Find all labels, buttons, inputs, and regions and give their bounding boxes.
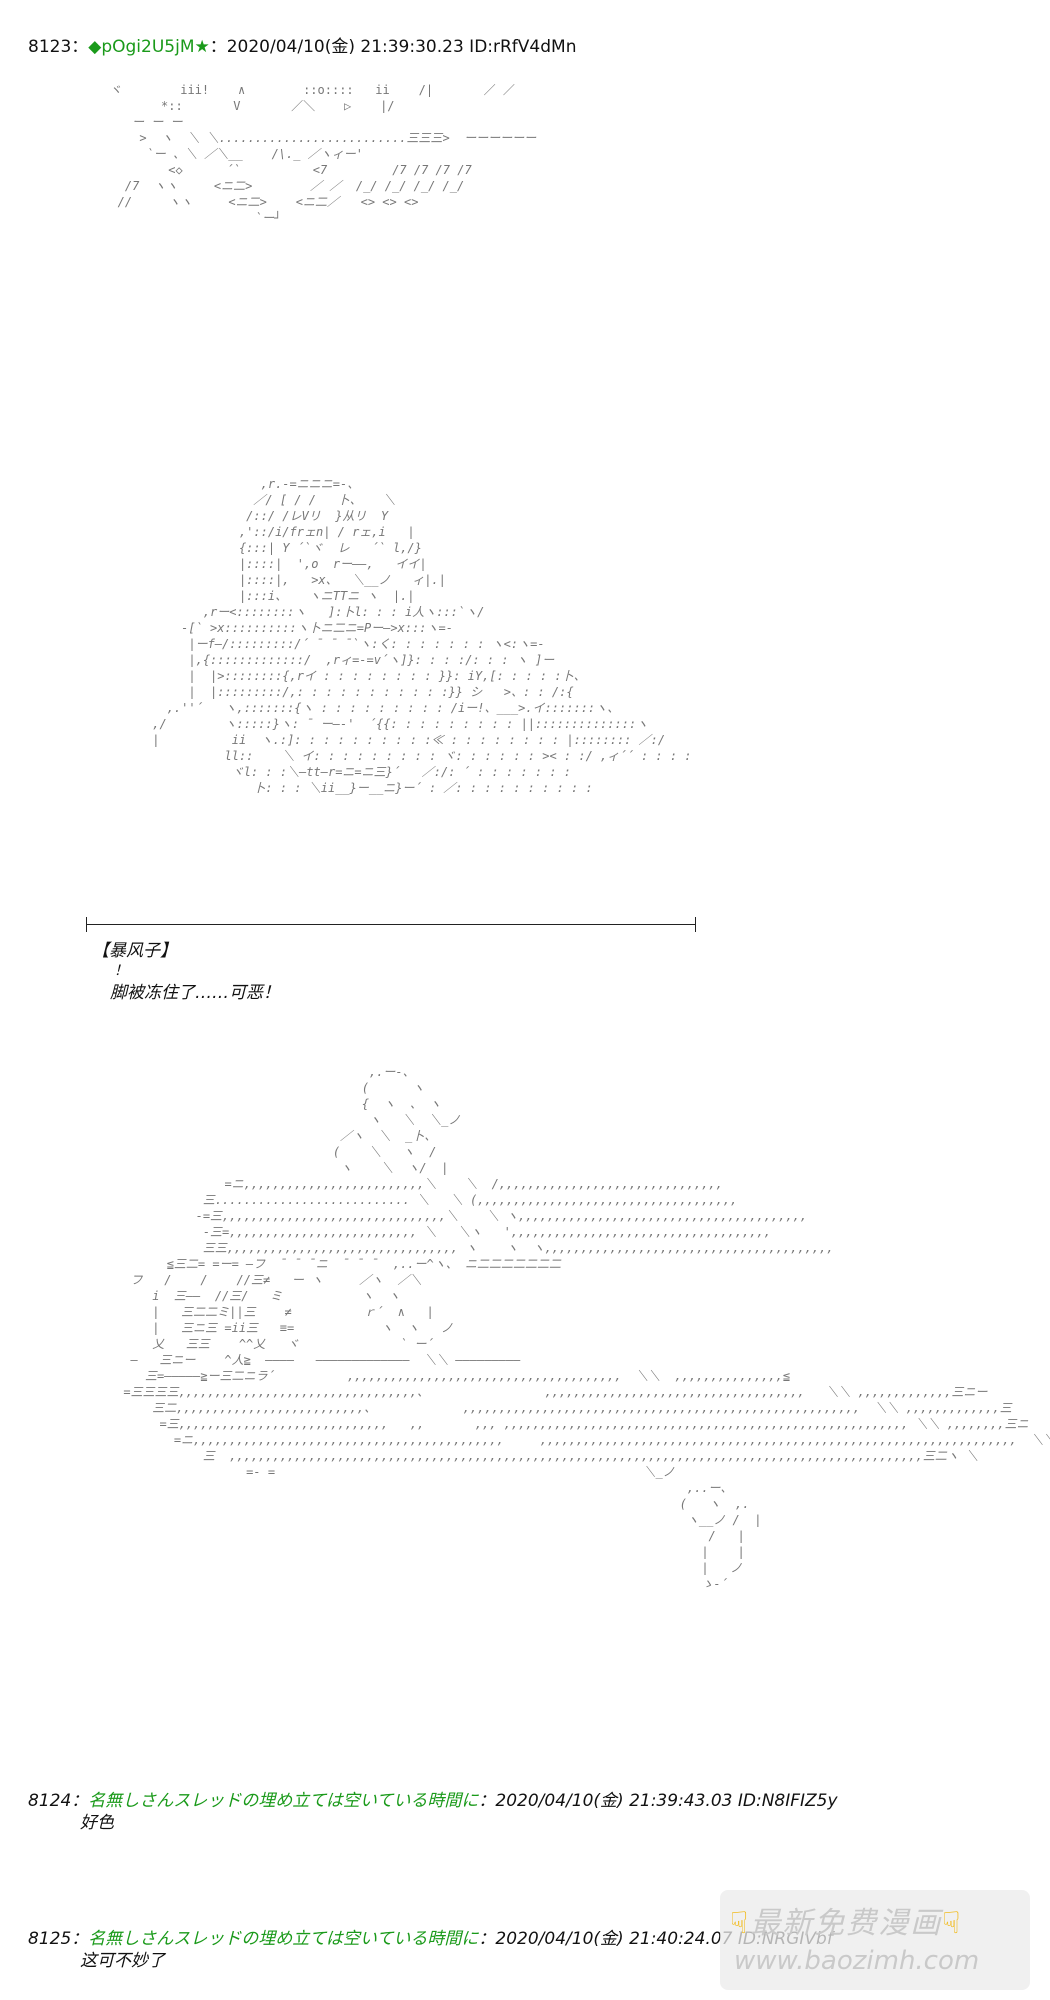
post-body-8125: 这可不妙了 [80, 1951, 165, 1971]
watermark[interactable]: ☟最新免费漫画☟ www.baozimh.com [720, 1890, 1030, 1990]
post-meta: ：2020/04/10(金) 21:39:30.23 ID:rRfV4dMn [209, 37, 577, 57]
poster-name[interactable]: ◆pOgi2U5jM★ [88, 37, 210, 57]
pointing-hand-icon: ☟ [730, 1906, 751, 1941]
ascii-art-speed-lines: ,.ー-、 ( ヽ { ヽ 、 ヽ ヽ ＼ ＼_ノ ／ヽ ＼ _卜、 [123, 1065, 1050, 1591]
divider-tick-left [86, 917, 87, 932]
watermark-url[interactable]: www.baozimh.com [734, 1946, 980, 1976]
pointing-hand-icon: ☟ [942, 1906, 963, 1941]
divider-line [86, 924, 696, 925]
post-header-8123: 8123：◆pOgi2U5jM★：2020/04/10(金) 21:39:30.… [28, 37, 577, 57]
poster-name[interactable]: 名無しさんスレッドの埋め立ては空いている時間に [88, 1929, 479, 1949]
post-meta: ：2020/04/10(金) 21:39:43.03 ID:N8IFIZ5y [478, 1791, 838, 1811]
caption-mark: ！ [114, 963, 128, 979]
divider-tick-right [695, 917, 696, 932]
post-number: 8124 [28, 1791, 72, 1811]
watermark-title: ☟最新免费漫画☟ [730, 1906, 963, 1941]
post-body-8124: 好色 [80, 1813, 114, 1833]
post-header-8125: 8125：名無しさんスレッドの埋め立ては空いている時間に：2020/04/10(… [28, 1929, 833, 1949]
ascii-art-ice-burst: ヾ iii! ∧ ::o:::: ii /| ／ ／ *:: V ／＼ ▷ |/… [110, 83, 537, 225]
post-header-8124: 8124：名無しさんスレッドの埋め立ては空いている時間に：2020/04/10(… [28, 1791, 838, 1811]
post-number: 8123 [28, 37, 72, 57]
poster-name[interactable]: 名無しさんスレッドの埋め立ては空いている時間に [88, 1791, 479, 1811]
ascii-art-character: ,r.-=ニニニ=-、 ／/ [ / / 卜、 ＼ /::/ /レVリ }从リ … [152, 477, 692, 795]
caption-line: 脚被冻住了……可恶！ [110, 983, 280, 1003]
post-number: 8125 [28, 1929, 72, 1949]
caption-speaker: 【暴风子】 [92, 941, 177, 961]
